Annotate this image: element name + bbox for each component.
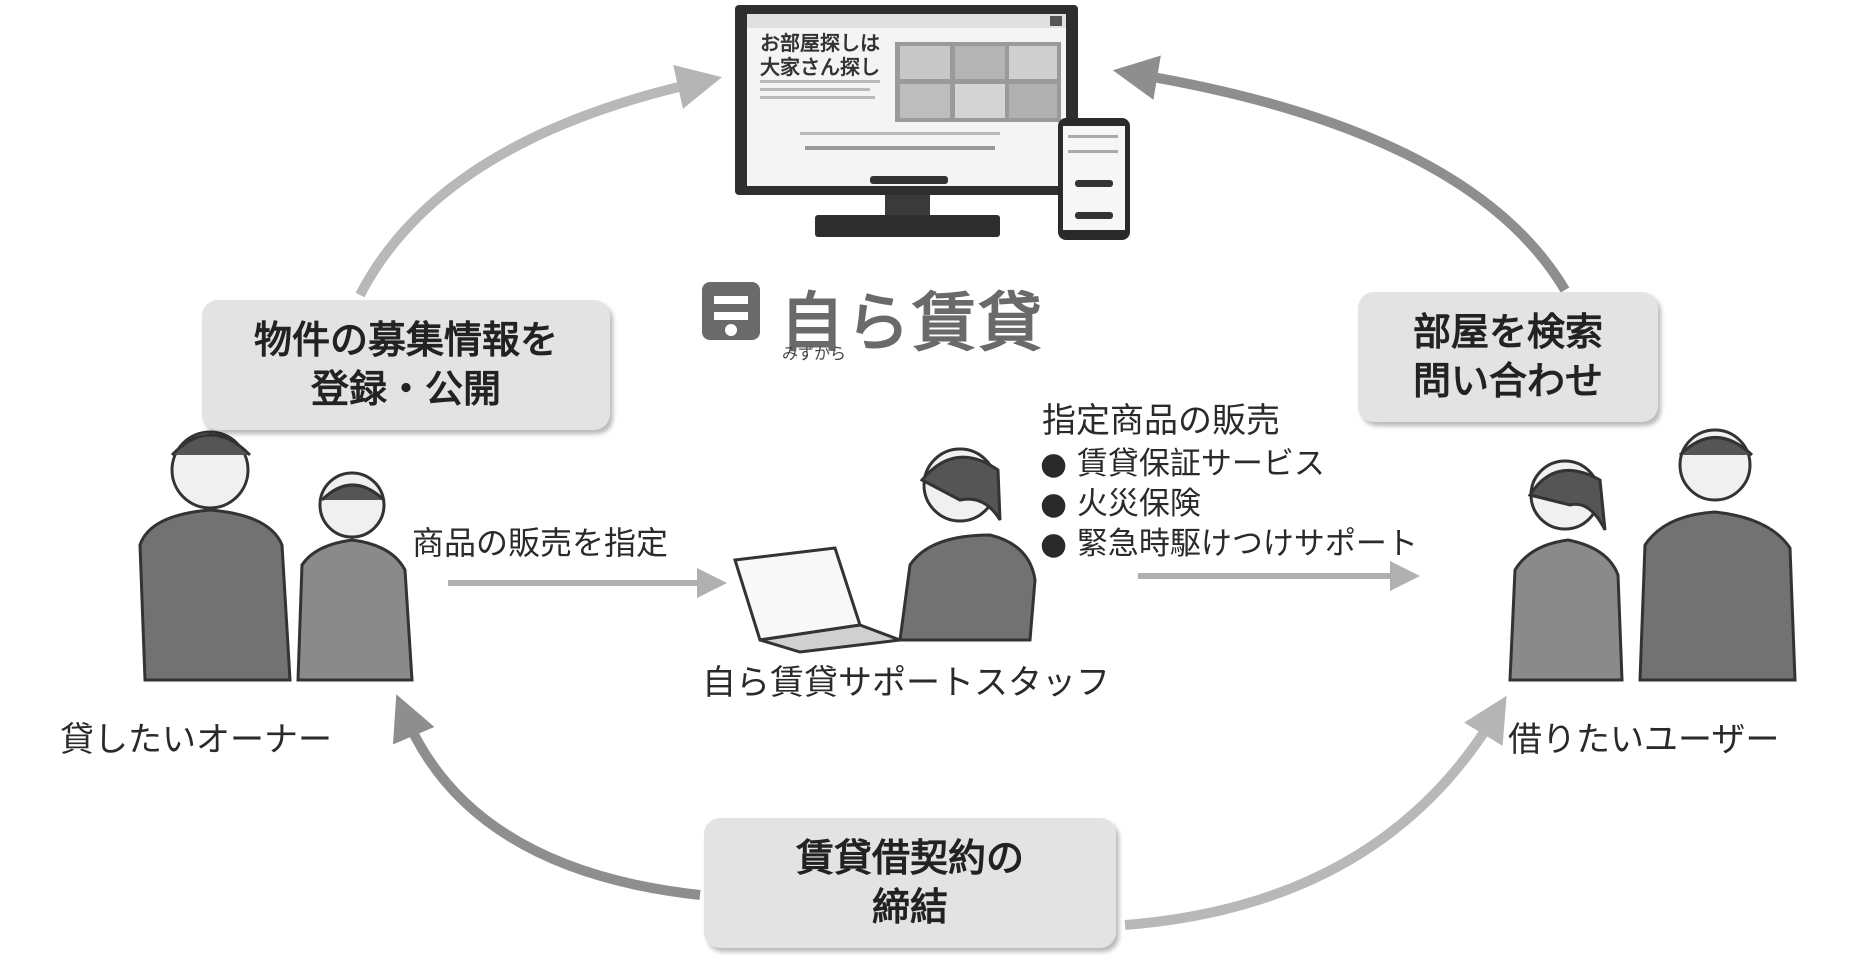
monitor-headline-2: 大家さん探し <box>760 55 880 79</box>
product-item-guarantee: ● 賃貸保証サービス <box>1040 446 1325 482</box>
label-user: 借りたいユーザー <box>1508 720 1780 760</box>
brand-sub: みずから <box>782 344 847 363</box>
label-products-title: 指定商品の販売 <box>1042 401 1280 441</box>
monitor-headline-1: お部屋探しは <box>760 31 880 55</box>
brand-logo-mark <box>702 282 760 340</box>
monitor-illustration <box>735 5 1078 237</box>
label-designate-sales: 商品の販売を指定 <box>412 524 669 562</box>
product-item-emergency-support: ● 緊急時駆けつけサポート <box>1040 526 1418 562</box>
box-contract-line-2: 締結 <box>871 885 948 929</box>
box-register-line-1: 物件の募集情報を <box>253 317 558 362</box>
box-search-line-2: 問い合わせ <box>1412 359 1603 403</box>
arrow-user-to-site <box>1112 55 1570 293</box>
arrow-contract-to-user <box>1124 695 1507 930</box>
box-register-listing: 物件の募集情報を 登録・公開 <box>202 300 610 430</box>
owner-couple-illustration <box>138 430 414 682</box>
box-search-inquiry: 部屋を検索 問い合わせ <box>1358 292 1658 422</box>
user-couple-illustration <box>1508 428 1797 682</box>
product-item-fire-insurance: ● 火災保険 <box>1040 486 1201 522</box>
smartphone-illustration <box>1058 118 1130 240</box>
box-lease-contract: 賃貸借契約の 締結 <box>704 818 1116 948</box>
support-staff-illustration <box>733 447 1037 654</box>
box-register-line-2: 登録・公開 <box>310 367 501 411</box>
brand-name: 自ら賃貸 <box>780 287 1044 361</box>
box-search-line-1: 部屋を検索 <box>1412 309 1603 354</box>
box-contract-line-1: 賃貸借契約の <box>795 835 1024 880</box>
label-owner: 貸したいオーナー <box>60 720 332 760</box>
arrow-owner-to-site <box>355 64 722 298</box>
label-support-staff: 自ら賃貸サポートスタッフ <box>702 663 1110 703</box>
arrow-contract-to-owner <box>392 694 701 900</box>
